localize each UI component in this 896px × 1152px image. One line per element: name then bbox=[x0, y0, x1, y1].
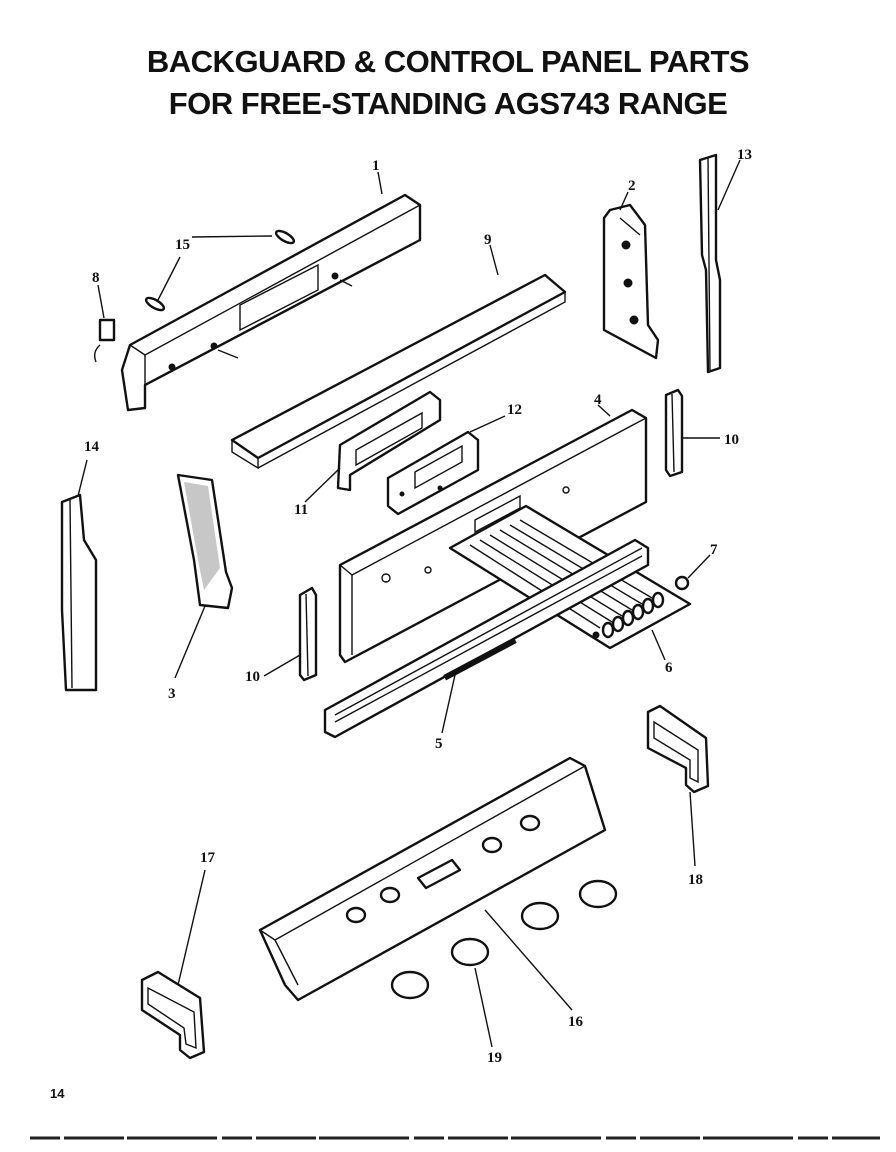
part-19-knobs bbox=[390, 879, 618, 1000]
callout-12: 12 bbox=[507, 402, 522, 418]
part-2-side-bracket bbox=[602, 203, 660, 360]
callout-5: 5 bbox=[435, 736, 443, 752]
callout-4: 4 bbox=[594, 392, 602, 408]
part-8-clip bbox=[93, 318, 116, 363]
callout-16: 16 bbox=[568, 1014, 584, 1030]
part-12-clock-display bbox=[386, 430, 480, 516]
callout-6: 6 bbox=[665, 660, 673, 676]
callout-11: 11 bbox=[294, 502, 308, 518]
part-18-end-cap bbox=[646, 704, 710, 794]
callout-labels: 1 2 3 4 5 6 7 8 9 10 10 11 12 13 14 15 1… bbox=[84, 147, 752, 1066]
page-number: 14 bbox=[50, 1086, 65, 1101]
callout-17: 17 bbox=[200, 850, 216, 866]
part-14-side-trim bbox=[60, 493, 98, 692]
callout-2: 2 bbox=[628, 178, 636, 194]
callout-19: 19 bbox=[487, 1050, 502, 1066]
callout-3: 3 bbox=[168, 686, 176, 702]
part-17-end-cap bbox=[140, 970, 206, 1060]
part-13-side-trim bbox=[698, 153, 722, 374]
callout-10-right: 10 bbox=[724, 432, 739, 448]
part-9-channel bbox=[230, 273, 567, 470]
part-1-backguard-panel bbox=[120, 193, 422, 412]
part-16-lower-panel bbox=[258, 756, 607, 1002]
part-15-screws bbox=[144, 229, 296, 312]
callout-14: 14 bbox=[84, 439, 100, 455]
diagram-title-line-2: FOR FREE-STANDING AGS743 RANGE bbox=[168, 86, 728, 121]
callout-10-left: 10 bbox=[245, 669, 260, 685]
callout-7: 7 bbox=[710, 542, 718, 558]
callout-15: 15 bbox=[175, 237, 190, 253]
part-10-end-trim-right bbox=[664, 388, 684, 478]
diagram-title-line-1: BACKGUARD & CONTROL PANEL PARTS bbox=[146, 44, 750, 79]
part-10-end-trim-left bbox=[298, 586, 318, 682]
callout-1: 1 bbox=[372, 158, 380, 174]
callout-8: 8 bbox=[92, 270, 100, 286]
part-5-lower-channel bbox=[323, 538, 650, 739]
callout-9: 9 bbox=[484, 232, 492, 248]
callout-18: 18 bbox=[688, 872, 703, 888]
part-7-switch bbox=[674, 575, 690, 591]
part-3-insulation bbox=[176, 473, 234, 610]
part-11-display-bracket bbox=[336, 390, 442, 492]
callout-leaders bbox=[77, 159, 741, 1048]
callout-13: 13 bbox=[737, 147, 752, 163]
